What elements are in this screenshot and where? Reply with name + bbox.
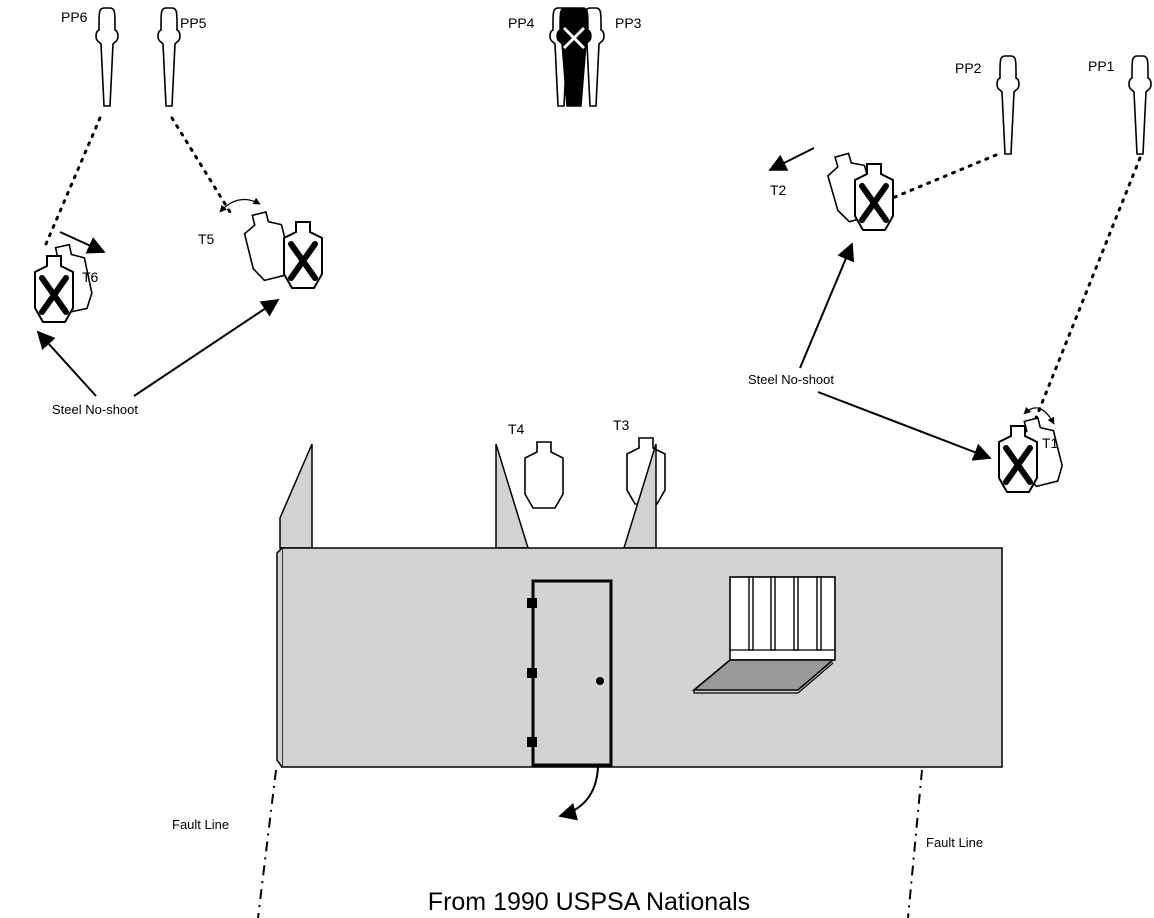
t2-swing-arrow	[768, 147, 815, 171]
label-pp5: PP5	[180, 15, 207, 31]
activation-line-pp6-t6	[44, 116, 102, 246]
label-pp3: PP3	[615, 15, 642, 31]
activation-line-pp5-t5	[170, 116, 232, 214]
wall-edge-left	[276, 547, 283, 768]
t6-swing-arrow	[59, 231, 106, 254]
activation-line-pp2-t2	[876, 153, 998, 206]
t5-swing-arrow	[219, 197, 261, 213]
label-t5: T5	[198, 231, 215, 247]
callout-arrow-left-t6	[36, 330, 97, 397]
door-knob	[596, 677, 604, 685]
label-fault-line-left: Fault Line	[172, 817, 229, 832]
fault-line-right	[907, 769, 923, 918]
callout-arrow-right-t1	[817, 391, 992, 461]
popper-pp1	[1128, 55, 1152, 155]
diagram-caption: From 1990 USPSA Nationals	[428, 888, 750, 916]
label-pp6: PP6	[61, 9, 88, 25]
callout-arrow-left-t5	[133, 299, 280, 397]
callout-steel-no-shoot-left: Steel No-shoot	[52, 402, 138, 417]
label-t4: T4	[508, 421, 525, 437]
wall-face	[281, 547, 1003, 768]
target-t2	[768, 147, 893, 230]
label-pp4: PP4	[508, 15, 535, 31]
door-hinge-bottom	[527, 737, 537, 747]
target-t1	[999, 406, 1067, 492]
popper-pp2	[996, 55, 1020, 155]
label-pp2: PP2	[955, 60, 982, 76]
callout-steel-no-shoot-right: Steel No-shoot	[748, 372, 834, 387]
popper-pp5	[157, 7, 181, 107]
label-fault-line-right: Fault Line	[926, 835, 983, 850]
label-t2: T2	[770, 182, 787, 198]
label-t1: T1	[1042, 435, 1059, 451]
barricade-wall	[276, 443, 1003, 821]
window	[691, 576, 836, 694]
target-t4	[524, 441, 564, 509]
t1-swing-arrow	[1023, 406, 1055, 425]
door-swing-arrow	[558, 766, 599, 821]
popper-pp6	[95, 7, 119, 107]
label-t3: T3	[613, 417, 630, 433]
label-t6: T6	[82, 269, 99, 285]
door-hinge-middle	[527, 668, 537, 678]
wing-panel-left	[279, 443, 313, 549]
window-sill	[691, 659, 836, 691]
popper-pp3	[556, 7, 605, 107]
door-hinge-top	[527, 598, 537, 608]
wing-panel-center-left	[495, 443, 530, 549]
fault-line-left	[257, 769, 277, 918]
target-t5	[219, 197, 322, 289]
callout-arrow-right-t2	[799, 242, 855, 369]
label-pp1: PP1	[1088, 58, 1115, 74]
target-t6	[35, 231, 106, 322]
door	[527, 579, 613, 821]
activation-line-pp1-t1	[1030, 156, 1142, 430]
